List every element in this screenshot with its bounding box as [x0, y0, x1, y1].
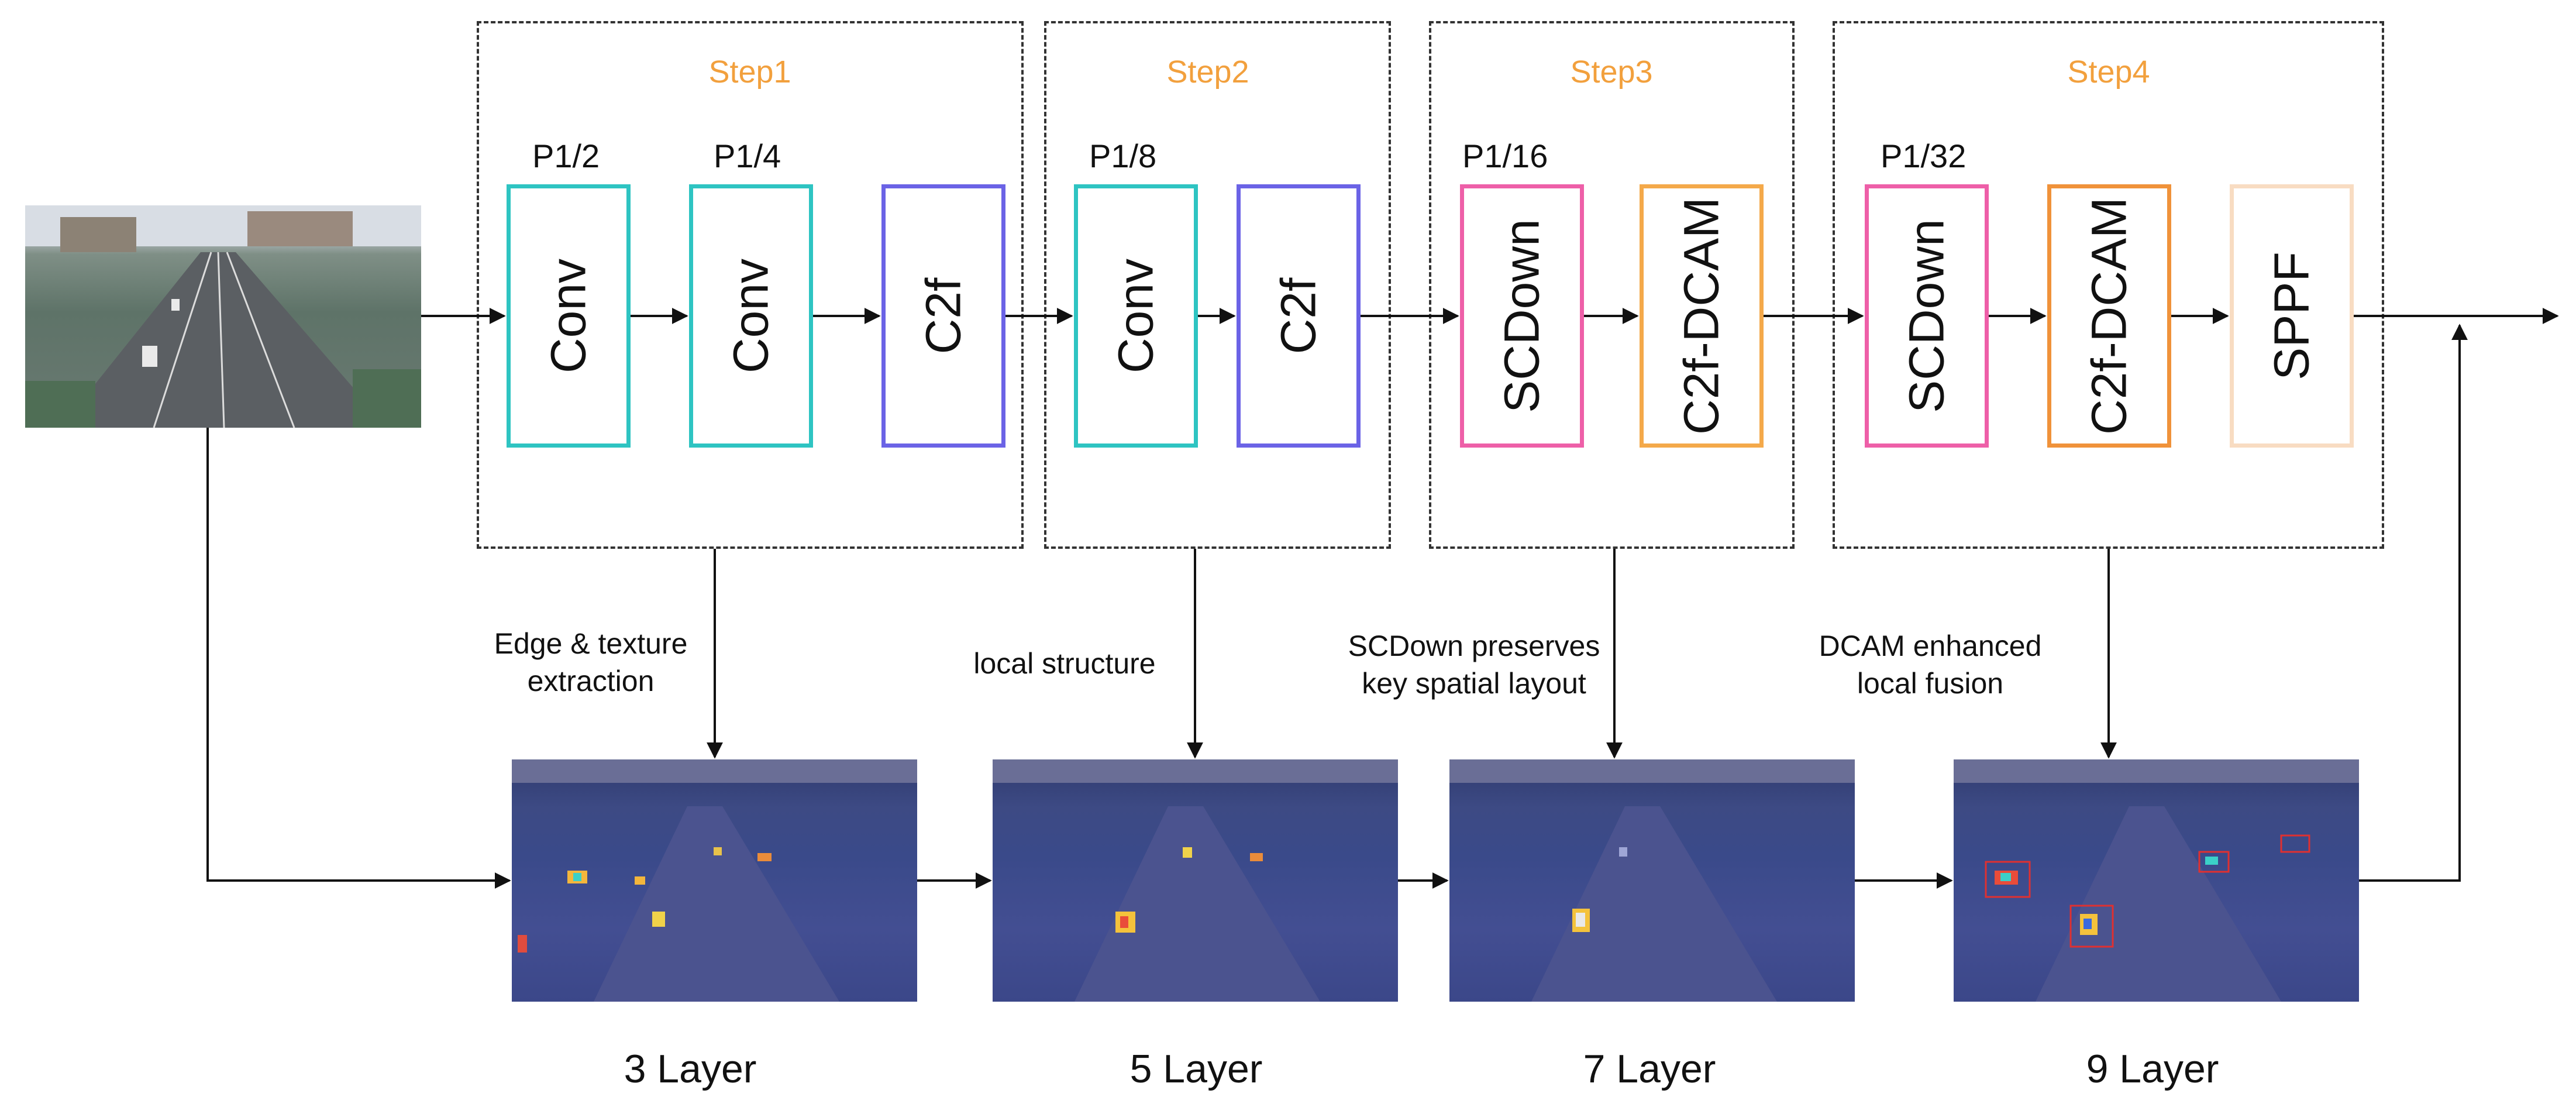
block-sppf-label: SPPF	[2264, 252, 2319, 380]
heatmap-layer-3-scene	[512, 759, 917, 1002]
step2-title: Step2	[1166, 54, 1249, 90]
annotation-step3: SCDown preserves key spatial layout	[1328, 627, 1620, 702]
annotation-step1: Edge & texture extraction	[456, 625, 725, 700]
block-scdown-2-label: SCDown	[1899, 219, 1954, 413]
block-c2f-dcam-2-label: C2f-DCAM	[2081, 197, 2137, 435]
block-sppf: SPPF	[2230, 184, 2354, 448]
block-c2f-1: C2f	[881, 184, 1005, 448]
heatmap-layer-9-scene	[1954, 759, 2359, 1002]
heatmap-layer-7-scene	[1449, 759, 1855, 1002]
block-scdown-1-label: SCDown	[1494, 219, 1549, 413]
step3-title: Step3	[1570, 54, 1653, 90]
annotation-step1-line1: Edge & texture	[494, 627, 688, 660]
block-conv-2-label: Conv	[723, 258, 779, 374]
step1-title: Step1	[708, 54, 791, 90]
block-conv-2: Conv	[689, 184, 813, 448]
scale-label-p1-2: P1/2	[532, 137, 600, 174]
scale-label-p1-32: P1/32	[1881, 137, 1967, 174]
block-c2f-dcam-2: C2f-DCAM	[2047, 184, 2171, 448]
layer-label-9: 9 Layer	[2086, 1047, 2219, 1091]
scale-label-p1-16: P1/16	[1462, 137, 1548, 174]
layer-label-3: 3 Layer	[624, 1047, 757, 1091]
block-conv-1: Conv	[507, 184, 631, 448]
heatmap-layer-5-scene	[993, 759, 1398, 1002]
annotation-step3-line2: key spatial layout	[1362, 667, 1586, 700]
annotation-step1-line2: extraction	[527, 665, 655, 697]
block-c2f-1-label: C2f	[915, 277, 971, 355]
heatmap-layer-9	[1954, 759, 2359, 1002]
annotation-step4: DCAM enhanced local fusion	[1802, 627, 2059, 702]
step3-box	[1429, 21, 1795, 549]
block-conv-3: Conv	[1074, 184, 1198, 448]
layer-label-5: 5 Layer	[1129, 1047, 1263, 1091]
block-conv-1-label: Conv	[540, 258, 596, 374]
input-road-scene	[25, 205, 421, 428]
layer-label-7: 7 Layer	[1583, 1047, 1716, 1091]
block-c2f-dcam-1-label: C2f-DCAM	[1673, 197, 1729, 435]
block-c2f-2-label: C2f	[1270, 277, 1326, 355]
block-conv-3-label: Conv	[1108, 258, 1163, 374]
heatmap-layer-5	[993, 759, 1398, 1002]
block-scdown-2: SCDown	[1865, 184, 1989, 448]
annotation-step2: local structure	[942, 645, 1187, 682]
block-c2f-dcam-1: C2f-DCAM	[1640, 184, 1764, 448]
heatmap-layer-7	[1449, 759, 1855, 1002]
annotation-step4-line1: DCAM enhanced	[1819, 630, 2042, 662]
input-image	[25, 205, 421, 428]
annotation-step4-line2: local fusion	[1857, 667, 2004, 700]
step2-box	[1044, 21, 1391, 549]
scale-label-p1-4: P1/4	[714, 137, 781, 174]
block-c2f-2: C2f	[1237, 184, 1361, 448]
step4-title: Step4	[2067, 54, 2150, 90]
block-scdown-1: SCDown	[1460, 184, 1584, 448]
annotation-step3-line1: SCDown preserves	[1348, 630, 1600, 662]
step4-box	[1833, 21, 2384, 549]
step1-box	[477, 21, 1024, 549]
scale-label-p1-8: P1/8	[1089, 137, 1157, 174]
annotation-step2-line1: local structure	[973, 647, 1156, 680]
heatmap-layer-3	[512, 759, 917, 1002]
